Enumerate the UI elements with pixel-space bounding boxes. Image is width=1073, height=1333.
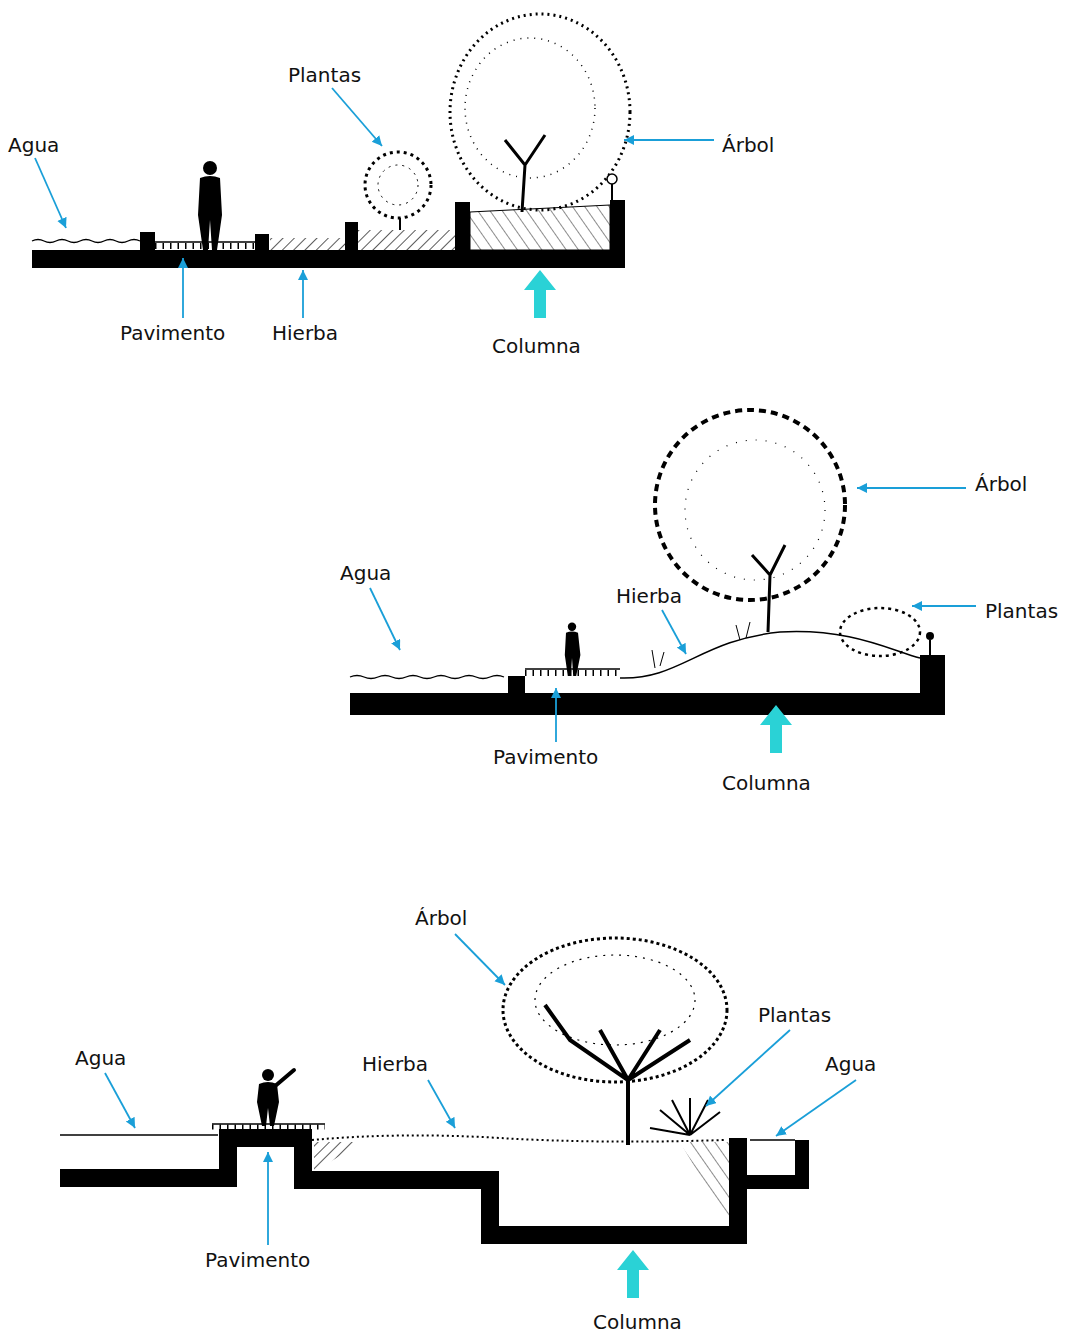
tree-trunk [545, 1005, 690, 1145]
column-arrow [617, 1250, 649, 1298]
part-label: Árbol [975, 472, 1027, 496]
ground-slab [350, 693, 945, 715]
railing [525, 668, 620, 670]
retaining-wall [610, 200, 625, 268]
part-label: Pavimento [205, 1248, 310, 1272]
post [140, 232, 155, 252]
part-label: Columna [593, 1310, 682, 1333]
grass-tufts [652, 622, 750, 668]
water-line [350, 676, 504, 679]
ground-slab [60, 1138, 738, 1235]
part-label: Plantas [288, 63, 361, 87]
post [255, 234, 269, 252]
leader-line [428, 1080, 455, 1128]
part-label: Columna [722, 771, 811, 795]
leader-line [662, 610, 686, 654]
part-label: Hierba [272, 321, 338, 345]
post [455, 202, 470, 252]
person [257, 1069, 294, 1126]
column-arrow [524, 270, 556, 318]
grass-hatch [314, 1142, 362, 1172]
grass-hatch [270, 238, 345, 250]
part-label: Hierba [616, 584, 682, 608]
grass-surface [312, 1135, 725, 1141]
section-two [350, 410, 945, 715]
part-label: Plantas [758, 1003, 831, 1027]
planting-hatch [680, 1142, 729, 1226]
leader-line [555, 688, 557, 742]
part-label: Árbol [415, 906, 467, 930]
shrub [378, 165, 418, 205]
leader-line [105, 1073, 135, 1128]
part-label: Agua [75, 1046, 126, 1070]
part-label: Pavimento [493, 745, 598, 769]
ground-slab [32, 250, 625, 268]
lamp [607, 174, 617, 184]
tree-trunk [752, 545, 785, 632]
leader-line [857, 487, 966, 489]
person [565, 623, 581, 676]
post [508, 676, 525, 696]
lamp [611, 184, 613, 202]
leader-line [776, 1080, 856, 1136]
leader-line [35, 158, 66, 228]
leader-line [706, 1030, 790, 1106]
post [345, 222, 358, 252]
part-label: Hierba [362, 1052, 428, 1076]
railing [212, 1123, 325, 1125]
retaining-wall [920, 655, 945, 715]
tree-canopy [535, 955, 695, 1045]
tree-canopy [655, 410, 845, 600]
water-line [60, 1134, 218, 1135]
leader-line [455, 934, 505, 985]
part-label: Plantas [985, 599, 1058, 623]
leader-line [332, 88, 382, 146]
leader-line [302, 270, 304, 318]
part-label: Árbol [722, 133, 774, 157]
leader-line [624, 139, 714, 141]
water-line [750, 1139, 795, 1140]
person [198, 161, 222, 250]
pool-wall [738, 1140, 802, 1182]
leader-line [912, 605, 976, 607]
planting-bed [358, 230, 455, 250]
tree-canopy [450, 14, 630, 210]
leader-lines [35, 88, 976, 1245]
shrub-stem [399, 218, 401, 230]
leader-line [370, 588, 400, 650]
column-arrow [760, 705, 792, 753]
lamp [926, 632, 934, 640]
lamp [929, 640, 931, 656]
tree-trunk [505, 135, 545, 212]
shrub [840, 608, 920, 656]
part-label: Agua [340, 561, 391, 585]
railing [212, 1125, 325, 1130]
shrub [365, 152, 431, 218]
part-label: Columna [492, 334, 581, 358]
part-label: Agua [825, 1052, 876, 1076]
plaza [470, 205, 610, 250]
part-label: Pavimento [120, 321, 225, 345]
section-three [60, 938, 802, 1235]
water-line [32, 240, 140, 243]
railing [525, 670, 620, 676]
leader-line [267, 1152, 269, 1245]
section-one [32, 14, 630, 268]
part-label: Agua [8, 133, 59, 157]
leader-line [182, 258, 184, 318]
